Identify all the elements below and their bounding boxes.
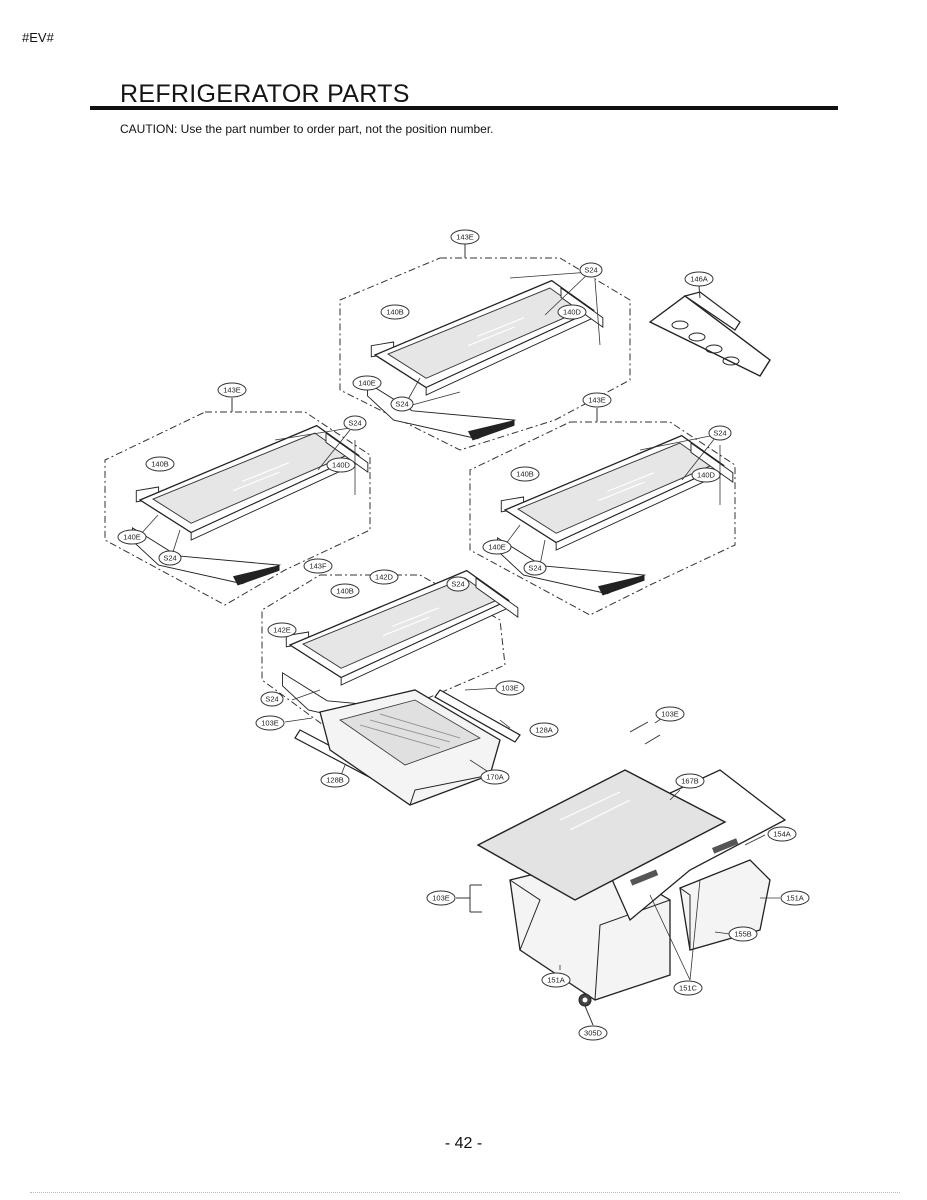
svg-text:151A: 151A bbox=[786, 894, 804, 903]
svg-text:140B: 140B bbox=[336, 587, 354, 596]
document-tag: #EV# bbox=[22, 30, 54, 45]
callout-142E: 142E bbox=[267, 622, 297, 638]
svg-text:142D: 142D bbox=[375, 573, 394, 582]
callout-S24-top: S24 bbox=[579, 262, 603, 278]
svg-text:103E: 103E bbox=[432, 894, 450, 903]
callout-103E-right: 103E bbox=[655, 706, 685, 722]
page-number: - 42 - bbox=[444, 1135, 483, 1152]
callout-140D-right: 140D bbox=[691, 467, 721, 483]
svg-text:103E: 103E bbox=[501, 684, 519, 693]
svg-text:140E: 140E bbox=[358, 379, 376, 388]
svg-text:103E: 103E bbox=[661, 710, 679, 719]
svg-text:151C: 151C bbox=[679, 984, 698, 993]
shelf-assembly-left bbox=[104, 398, 371, 606]
svg-text:S24: S24 bbox=[348, 419, 361, 428]
callout-S24-mid-front: S24 bbox=[260, 691, 284, 707]
callout-140B-mid: 140B bbox=[330, 583, 360, 599]
svg-text:143E: 143E bbox=[588, 396, 606, 405]
page-title: REFRIGERATOR PARTS bbox=[120, 80, 410, 108]
svg-text:S24: S24 bbox=[395, 400, 408, 409]
callout-140E-right: 140E bbox=[482, 539, 512, 555]
svg-text:170A: 170A bbox=[486, 773, 504, 782]
svg-text:103E: 103E bbox=[261, 719, 279, 728]
svg-text:S24: S24 bbox=[713, 429, 726, 438]
svg-text:140B: 140B bbox=[516, 470, 534, 479]
callout-140B-left: 140B bbox=[145, 456, 175, 472]
crisper-assembly bbox=[456, 769, 787, 1026]
callout-140D-left: 140D bbox=[326, 457, 356, 473]
shelf-assembly-143F bbox=[261, 569, 521, 806]
svg-text:128B: 128B bbox=[326, 776, 344, 785]
callout-142D: 142D bbox=[369, 569, 399, 585]
callout-305D: 305D bbox=[578, 1025, 608, 1041]
screws-103E bbox=[629, 715, 666, 745]
callout-140E-left: 140E bbox=[117, 529, 147, 545]
callout-S24-mid: S24 bbox=[446, 576, 470, 592]
callout-151A-left: 151A bbox=[541, 972, 571, 988]
svg-text:S24: S24 bbox=[584, 266, 597, 275]
svg-text:155B: 155B bbox=[734, 930, 752, 939]
callout-155B: 155B bbox=[728, 926, 758, 942]
callout-S24-right: S24 bbox=[708, 425, 732, 441]
title-underline bbox=[90, 106, 838, 110]
callout-S24-left-front: S24 bbox=[158, 550, 182, 566]
callout-146A: 146A bbox=[684, 271, 714, 287]
callout-151A-right: 151A bbox=[780, 890, 810, 906]
svg-text:143F: 143F bbox=[309, 562, 327, 571]
shelf-assembly-right bbox=[469, 408, 736, 616]
svg-text:140B: 140B bbox=[386, 308, 404, 317]
svg-text:154A: 154A bbox=[773, 830, 791, 839]
svg-text:140B: 140B bbox=[151, 460, 169, 469]
svg-text:140D: 140D bbox=[697, 471, 716, 480]
callout-143F: 143F bbox=[303, 558, 333, 574]
callout-S24-top-front: S24 bbox=[390, 396, 414, 412]
svg-text:140E: 140E bbox=[123, 533, 141, 542]
callout-140D-top: 140D bbox=[557, 304, 587, 320]
callout-140B-right: 140B bbox=[510, 466, 540, 482]
svg-text:S24: S24 bbox=[163, 554, 176, 563]
callout-143E-left: 143E bbox=[217, 382, 247, 398]
svg-text:S24: S24 bbox=[528, 564, 541, 573]
svg-text:151A: 151A bbox=[547, 976, 565, 985]
callout-151C: 151C bbox=[673, 980, 703, 996]
callout-103E-mid-left: 103E bbox=[255, 715, 285, 731]
callout-128B: 128B bbox=[320, 772, 350, 788]
caution-note: CAUTION: Use the part number to order pa… bbox=[120, 122, 494, 136]
part-callouts: 143E 146A S24 140B 140D 140E S24 143E S2… bbox=[117, 229, 810, 1041]
svg-text:S24: S24 bbox=[265, 695, 278, 704]
callout-167B: 167B bbox=[675, 773, 705, 789]
footer-divider bbox=[30, 1192, 900, 1193]
svg-text:142E: 142E bbox=[273, 626, 291, 635]
svg-text:140D: 140D bbox=[332, 461, 351, 470]
callout-154A: 154A bbox=[767, 826, 797, 842]
svg-text:143E: 143E bbox=[456, 233, 474, 242]
callout-143E-top: 143E bbox=[450, 229, 480, 245]
callout-143E-right: 143E bbox=[582, 392, 612, 408]
svg-text:128A: 128A bbox=[535, 726, 553, 735]
callout-103E-mid-right: 103E bbox=[495, 680, 525, 696]
svg-text:146A: 146A bbox=[690, 275, 708, 284]
callout-S24-left: S24 bbox=[343, 415, 367, 431]
callout-S24-right-front: S24 bbox=[523, 560, 547, 576]
callout-103E-bottom: 103E bbox=[426, 890, 456, 906]
callout-140B-top: 140B bbox=[380, 304, 410, 320]
part-146A-bottle-rack bbox=[648, 285, 771, 377]
callout-170A: 170A bbox=[480, 769, 510, 785]
shelf-assembly-top bbox=[339, 244, 631, 451]
svg-text:140D: 140D bbox=[563, 308, 582, 317]
svg-text:140E: 140E bbox=[488, 543, 506, 552]
callout-128A: 128A bbox=[529, 722, 559, 738]
svg-text:305D: 305D bbox=[584, 1029, 603, 1038]
svg-text:S24: S24 bbox=[451, 580, 464, 589]
svg-text:143E: 143E bbox=[223, 386, 241, 395]
callout-140E-top: 140E bbox=[352, 375, 382, 391]
svg-text:167B: 167B bbox=[681, 777, 699, 786]
